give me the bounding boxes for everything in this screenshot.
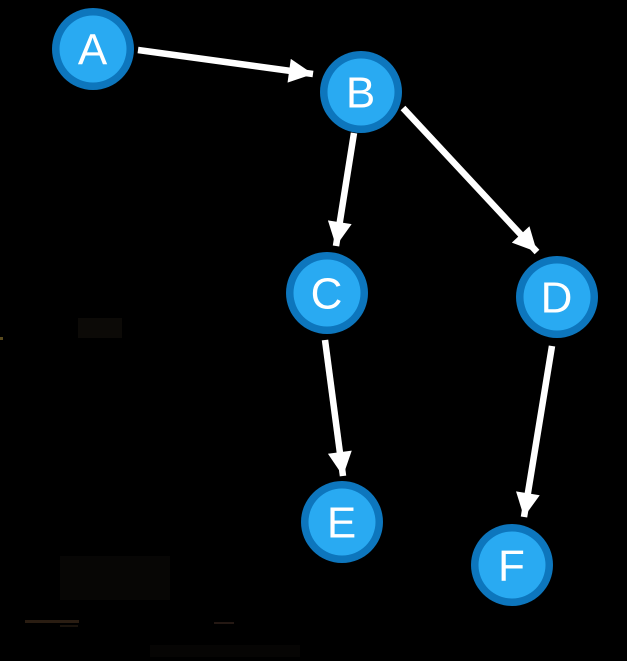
node-B[interactable]: B	[320, 51, 402, 133]
nodes-layer: A B C D E F	[52, 8, 598, 606]
node-E-fill	[308, 488, 376, 556]
node-B-fill	[327, 58, 395, 126]
edges-layer	[137, 46, 556, 518]
node-F-label: F	[498, 542, 526, 591]
edge-A-B	[137, 46, 314, 83]
edge-D-F	[516, 345, 556, 518]
node-A[interactable]: A	[52, 8, 134, 90]
edge-B-D	[400, 105, 540, 255]
node-D[interactable]: D	[516, 256, 598, 338]
node-E[interactable]: E	[301, 481, 383, 563]
node-F-fill	[478, 531, 546, 599]
node-F[interactable]: F	[471, 524, 553, 606]
node-A-label: A	[78, 26, 108, 75]
node-A-fill	[59, 15, 127, 83]
node-C[interactable]: C	[286, 252, 368, 334]
edge-B-C	[327, 132, 358, 247]
node-C-label: C	[311, 270, 344, 319]
node-D-label: D	[541, 274, 574, 323]
node-C-fill	[293, 259, 361, 327]
edge-C-E	[321, 339, 352, 477]
node-E-label: E	[327, 499, 357, 548]
node-B-label: B	[346, 69, 376, 118]
node-D-fill	[523, 263, 591, 331]
